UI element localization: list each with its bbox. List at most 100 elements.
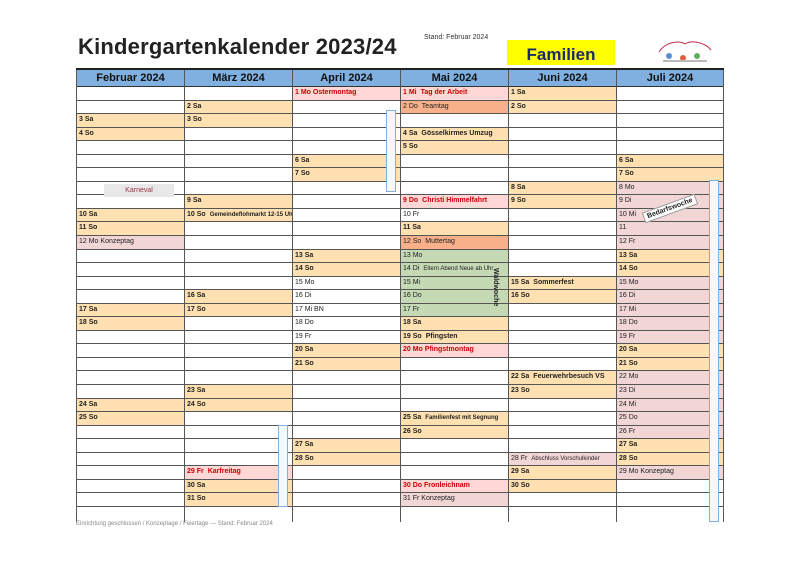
day-cell xyxy=(185,250,292,264)
day-cell: 19 Fr xyxy=(617,330,723,345)
day-cell: 18 Do xyxy=(617,317,723,331)
day-cell: 3 Sa xyxy=(77,114,184,128)
day-label: 4 Sa xyxy=(403,129,418,137)
day-label: 27 Sa xyxy=(295,441,314,449)
day-cell xyxy=(293,371,400,386)
day-label: 28 So xyxy=(295,454,314,462)
day-label: 30 Sa xyxy=(187,481,206,489)
day-label: 10 Fr xyxy=(403,210,420,218)
day-cell xyxy=(509,317,616,331)
day-event: Teamtag xyxy=(421,102,449,110)
day-cell xyxy=(77,155,184,169)
waldwoche-label: Waldwoche xyxy=(492,268,499,307)
day-cell xyxy=(185,412,292,426)
month-header: Juli 2024 xyxy=(617,70,723,87)
day-label: 20 Sa xyxy=(619,346,638,354)
day-event: Tag der Arbeit xyxy=(420,89,468,96)
day-label: 3 Sa xyxy=(79,116,94,124)
day-cell xyxy=(509,168,616,182)
day-cell xyxy=(293,385,400,399)
day-label: 17 Sa xyxy=(79,305,98,313)
day-cell xyxy=(401,439,508,453)
day-cell xyxy=(77,101,184,115)
day-label: 17 Mi BN xyxy=(295,305,324,313)
day-label: 26 Fr xyxy=(619,427,636,435)
day-cell: 24 So xyxy=(185,398,292,413)
day-label: 23 So xyxy=(511,387,530,395)
day-cell: 2 So xyxy=(509,100,616,115)
day-cell: 14 So xyxy=(293,263,400,277)
month-header: Februar 2024 xyxy=(77,70,184,87)
day-label: 4 So xyxy=(79,129,94,137)
day-label: 10 So xyxy=(187,210,206,218)
day-label: 30 Do Fronleichnam xyxy=(403,481,470,489)
day-label: 25 Do xyxy=(619,414,638,422)
day-cell xyxy=(185,128,292,142)
day-cell xyxy=(185,168,292,182)
day-label: 1 Mi xyxy=(403,89,417,96)
day-label: 16 Do xyxy=(403,292,422,300)
day-cell xyxy=(77,371,184,386)
day-cell xyxy=(509,141,616,155)
day-cell xyxy=(293,493,400,507)
day-cell xyxy=(293,480,400,494)
day-cell xyxy=(293,399,400,413)
day-event: Eltern Abend Neue ab Uhr xyxy=(423,266,494,273)
day-cell: 28 So xyxy=(617,452,723,467)
day-label: 9 Do xyxy=(403,197,419,205)
day-cell: 19 Fr xyxy=(293,331,400,345)
day-label: 16 Di xyxy=(295,292,312,300)
day-cell xyxy=(77,466,184,480)
day-label: 8 Sa xyxy=(511,183,526,191)
day-cell: 16 Di xyxy=(617,290,723,304)
day-cell: 3 So xyxy=(185,114,292,128)
day-cell: 7 So xyxy=(617,168,723,182)
day-label: 2 Sa xyxy=(187,102,202,110)
day-label: 23 Di xyxy=(619,387,636,395)
day-label: 20 Mo Pfingstmontag xyxy=(403,346,474,354)
day-label: 29 Sa xyxy=(511,468,530,476)
day-event: Karfreitag xyxy=(207,468,241,476)
day-label: 24 So xyxy=(187,400,206,408)
day-cell xyxy=(77,493,184,507)
day-cell: 17 Mi xyxy=(617,303,723,318)
day-cell: 13 Sa xyxy=(293,249,400,264)
day-cell xyxy=(185,331,292,345)
day-label: 16 Di xyxy=(619,292,636,300)
day-label: 15 Mi xyxy=(403,278,421,286)
day-cell: 13 Mo xyxy=(401,249,508,264)
day-label: 21 So xyxy=(295,359,314,367)
day-cell xyxy=(185,87,292,101)
day-cell xyxy=(509,331,616,345)
day-cell xyxy=(293,412,400,426)
day-label: 12 So xyxy=(403,238,422,246)
day-cell: 23 Di xyxy=(617,385,723,399)
day-cell: 12 Mo Konzeptag xyxy=(77,236,184,250)
day-cell: 24 Sa xyxy=(77,398,184,413)
day-cell: 17 Mi BN xyxy=(293,304,400,318)
day-cell xyxy=(617,141,723,155)
day-label: 19 So xyxy=(403,332,422,340)
month-header: April 2024 xyxy=(293,70,400,87)
day-label: 2 Do xyxy=(403,102,418,110)
day-label: 29 Mo Konzeptag xyxy=(619,468,674,476)
day-event: Gemeindeflohmarkt 12-15 Uhr xyxy=(209,211,292,218)
day-label: 6 Sa xyxy=(295,156,310,164)
day-cell xyxy=(293,101,400,115)
day-cell: 11 Sa xyxy=(401,222,508,237)
day-cell xyxy=(77,480,184,494)
day-cell: 16 So xyxy=(509,290,616,304)
day-cell xyxy=(293,141,400,155)
day-cell xyxy=(401,358,508,372)
day-cell xyxy=(77,87,184,101)
day-cell: 1 Sa xyxy=(509,87,616,101)
day-cell xyxy=(401,371,508,386)
